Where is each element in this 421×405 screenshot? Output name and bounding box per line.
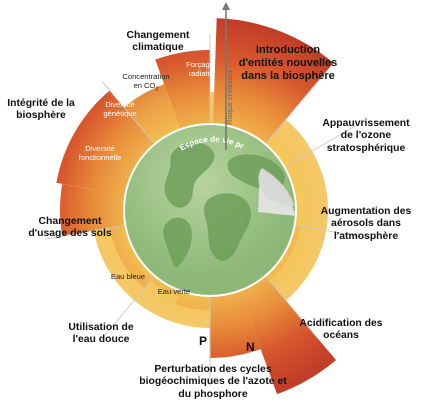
risk-axis: Risque croissant: [222, 2, 234, 150]
sector-separators: [44, 34, 376, 386]
label-ocean-acidification: Acidification des océans: [299, 318, 383, 342]
continent-americas: [164, 142, 215, 208]
sector-separator-line: [296, 224, 376, 240]
sub-label-genetic: Diversité génétique: [103, 100, 137, 119]
label-freshwater: Utilisation de l'eau douce: [68, 322, 134, 346]
sub-label-nitrogen: N: [246, 340, 255, 354]
sub-label-blue-water: Eau bleue: [110, 272, 146, 281]
continent-africa: [204, 193, 251, 261]
label-climate-change: Changement climatique: [126, 30, 190, 54]
sector-separator-line: [266, 277, 319, 339]
globe: [123, 123, 297, 297]
sub-label-forcing: Forçage radiatif: [186, 60, 214, 79]
label-biogeochemical: Perturbation des cycles biogéochimiques …: [139, 364, 287, 400]
label-land-use: Changement d'usage des sols: [28, 216, 112, 240]
sub-label-phosphorus: P: [199, 334, 208, 348]
sector-separator-line: [101, 81, 154, 143]
sub-label-green-water: Eau verte: [157, 287, 191, 296]
sub-label-co2: Concentration en CO2: [122, 72, 170, 93]
sector-separator-line: [285, 125, 356, 167]
sector-separator-line: [101, 277, 154, 339]
sector-separator-line: [266, 81, 319, 143]
risk-axis-label: Risque croissant: [225, 70, 234, 125]
label-novel-entities: Introduction d'entités nouvelles dans la…: [238, 44, 338, 82]
continent-south-america: [163, 217, 192, 268]
sub-label-functional: Diversité fonctionnelle: [78, 144, 122, 163]
label-ozone-depletion: Appauvrissement de l'ozone stratosphériq…: [322, 118, 410, 154]
label-biosphere-integrity: Intégrité de la biosphère: [7, 98, 75, 122]
label-aerosols: Augmentation des aérosols dans l'atmosph…: [320, 206, 412, 242]
sector-separator-line: [44, 224, 124, 240]
grey-segment-aerosols: [258, 168, 294, 206]
